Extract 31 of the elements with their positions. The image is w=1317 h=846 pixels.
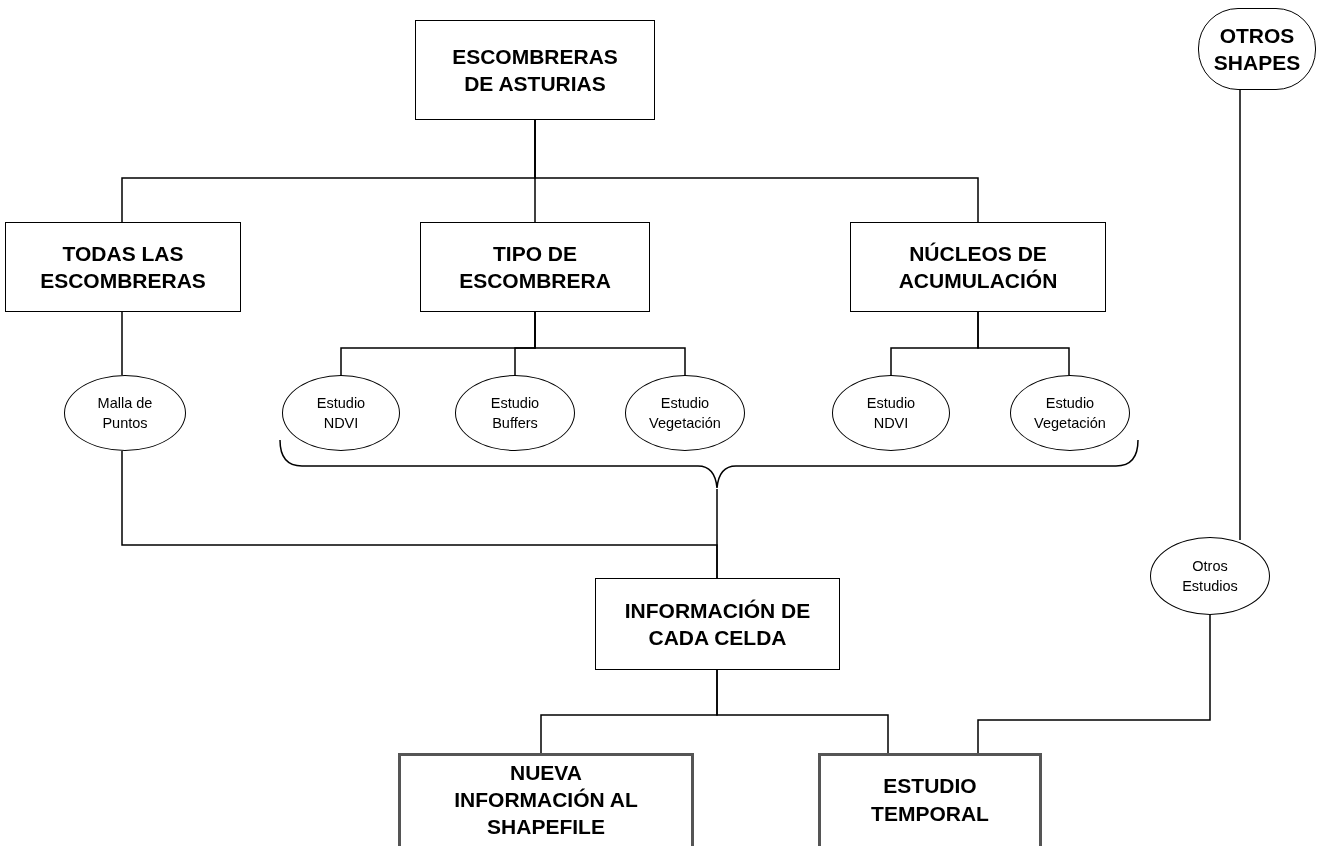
process-box <box>850 222 1106 312</box>
process-box <box>5 222 241 312</box>
rounded-box <box>1198 8 1316 90</box>
connector-line <box>121 311 123 376</box>
connector-line <box>716 669 889 754</box>
node-label: NUEVA INFORMACIÓN AL SHAPEFILE <box>453 759 639 841</box>
connector-line <box>534 119 979 223</box>
connector-line <box>716 488 718 579</box>
connector-line <box>977 311 1070 376</box>
node-label: Estudio NDVI <box>865 393 917 433</box>
node-label: ESCOMBRERAS DE ASTURIAS <box>451 43 619 97</box>
node-label: OTROS SHAPES <box>1212 22 1302 76</box>
process-box <box>420 222 650 312</box>
output-box <box>398 753 694 846</box>
connector-line <box>1239 89 1241 541</box>
node-label: Estudio Buffers <box>489 393 541 433</box>
process-box <box>595 578 840 670</box>
output-box <box>818 753 1042 846</box>
connector-line <box>534 311 686 376</box>
node-label: TIPO DE ESCOMBRERA <box>458 240 612 294</box>
node-label: Malla de Puntos <box>96 393 154 433</box>
node-label: NÚCLEOS DE ACUMULACIÓN <box>897 240 1059 294</box>
node-label: Otros Estudios <box>1181 556 1239 596</box>
node-label: Estudio Vegetación <box>1033 393 1107 433</box>
node-label: Estudio Vegetación <box>648 393 722 433</box>
node-label: Estudio NDVI <box>315 393 367 433</box>
connector-line <box>977 614 1211 754</box>
node-label: TODAS LAS ESCOMBRERAS <box>39 240 207 294</box>
process-box <box>415 20 655 120</box>
node-label: INFORMACIÓN DE CADA CELDA <box>624 597 811 651</box>
node-label: ESTUDIO TEMPORAL <box>870 773 990 827</box>
